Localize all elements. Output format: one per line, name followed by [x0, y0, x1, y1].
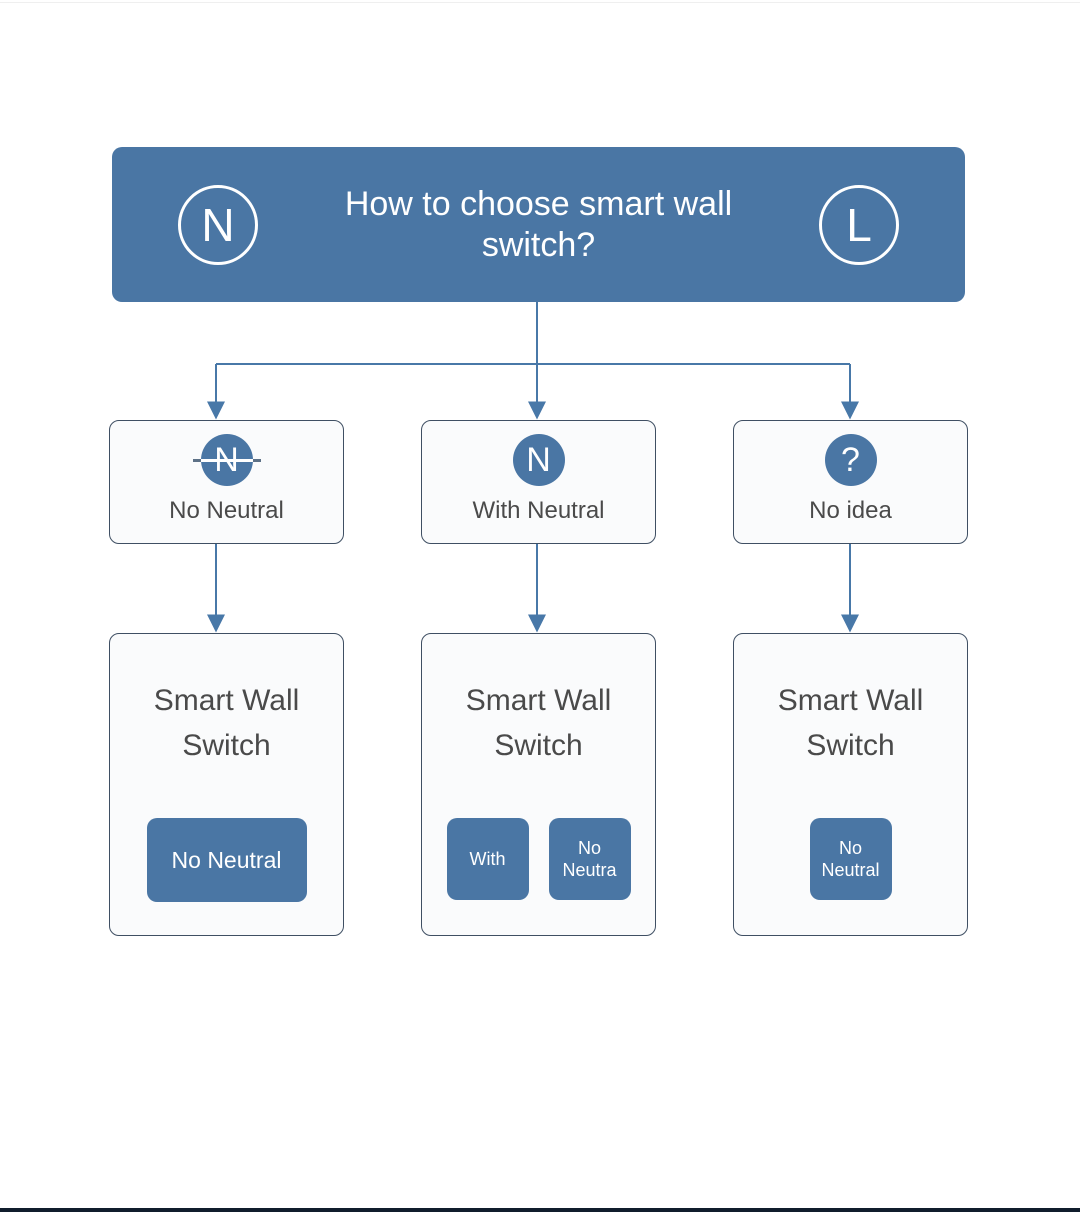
option-row: No Neutral: [110, 818, 343, 902]
with-neutral-icon: N: [505, 434, 573, 486]
live-wire-badge: L: [819, 184, 899, 265]
bottom-divider: [0, 1208, 1080, 1212]
branch-label: With Neutral: [472, 497, 605, 524]
branch-node-with-neutral: N With Neutral: [421, 420, 656, 544]
question-icon: ?: [817, 434, 885, 486]
result-title: Smart Wall Switch: [777, 684, 924, 762]
option-chip-no-neutral: No Neutral: [146, 818, 307, 902]
result-card-with-neutral: Smart Wall Switch With No Neutra: [421, 633, 656, 936]
top-divider: [0, 2, 1080, 3]
branch-label: No idea: [809, 497, 892, 524]
option-chip-label: No Neutra: [562, 837, 617, 881]
neutral-wire-badge: N: [178, 184, 258, 265]
no-neutral-icon: N: [192, 434, 261, 486]
option-row: No Neutral: [734, 818, 967, 900]
option-chip-label: With: [469, 848, 506, 869]
option-chip-label: No Neutral: [171, 846, 282, 873]
option-chip-no-neutral: No Neutra: [548, 818, 631, 900]
option-chip-with: With: [446, 818, 529, 900]
option-chip-no-neutral: No Neutral: [809, 818, 892, 900]
question-icon-letter: ?: [841, 441, 860, 479]
option-row: With No Neutra: [422, 818, 655, 900]
header-banner: N How to choose smart wall switch? L: [112, 147, 965, 302]
result-card-no-neutral: Smart Wall Switch No Neutral: [109, 633, 344, 936]
option-chip-label: No Neutral: [821, 837, 880, 881]
no-neutral-icon-strike-inner: [200, 459, 253, 462]
question-icon-circle: ?: [824, 434, 877, 486]
with-neutral-icon-circle: N: [512, 434, 565, 486]
page-title: How to choose smart wall switch?: [344, 185, 733, 264]
live-wire-badge-letter: L: [846, 198, 872, 251]
branch-node-no-neutral: N No Neutral: [109, 420, 344, 544]
neutral-wire-badge-letter: N: [201, 198, 235, 251]
result-card-no-idea: Smart Wall Switch No Neutral: [733, 633, 968, 936]
result-title: Smart Wall Switch: [465, 684, 612, 762]
with-neutral-icon-letter: N: [526, 441, 551, 479]
branch-label: No Neutral: [169, 497, 284, 524]
result-title: Smart Wall Switch: [153, 684, 300, 762]
branch-node-no-idea: ? No idea: [733, 420, 968, 544]
